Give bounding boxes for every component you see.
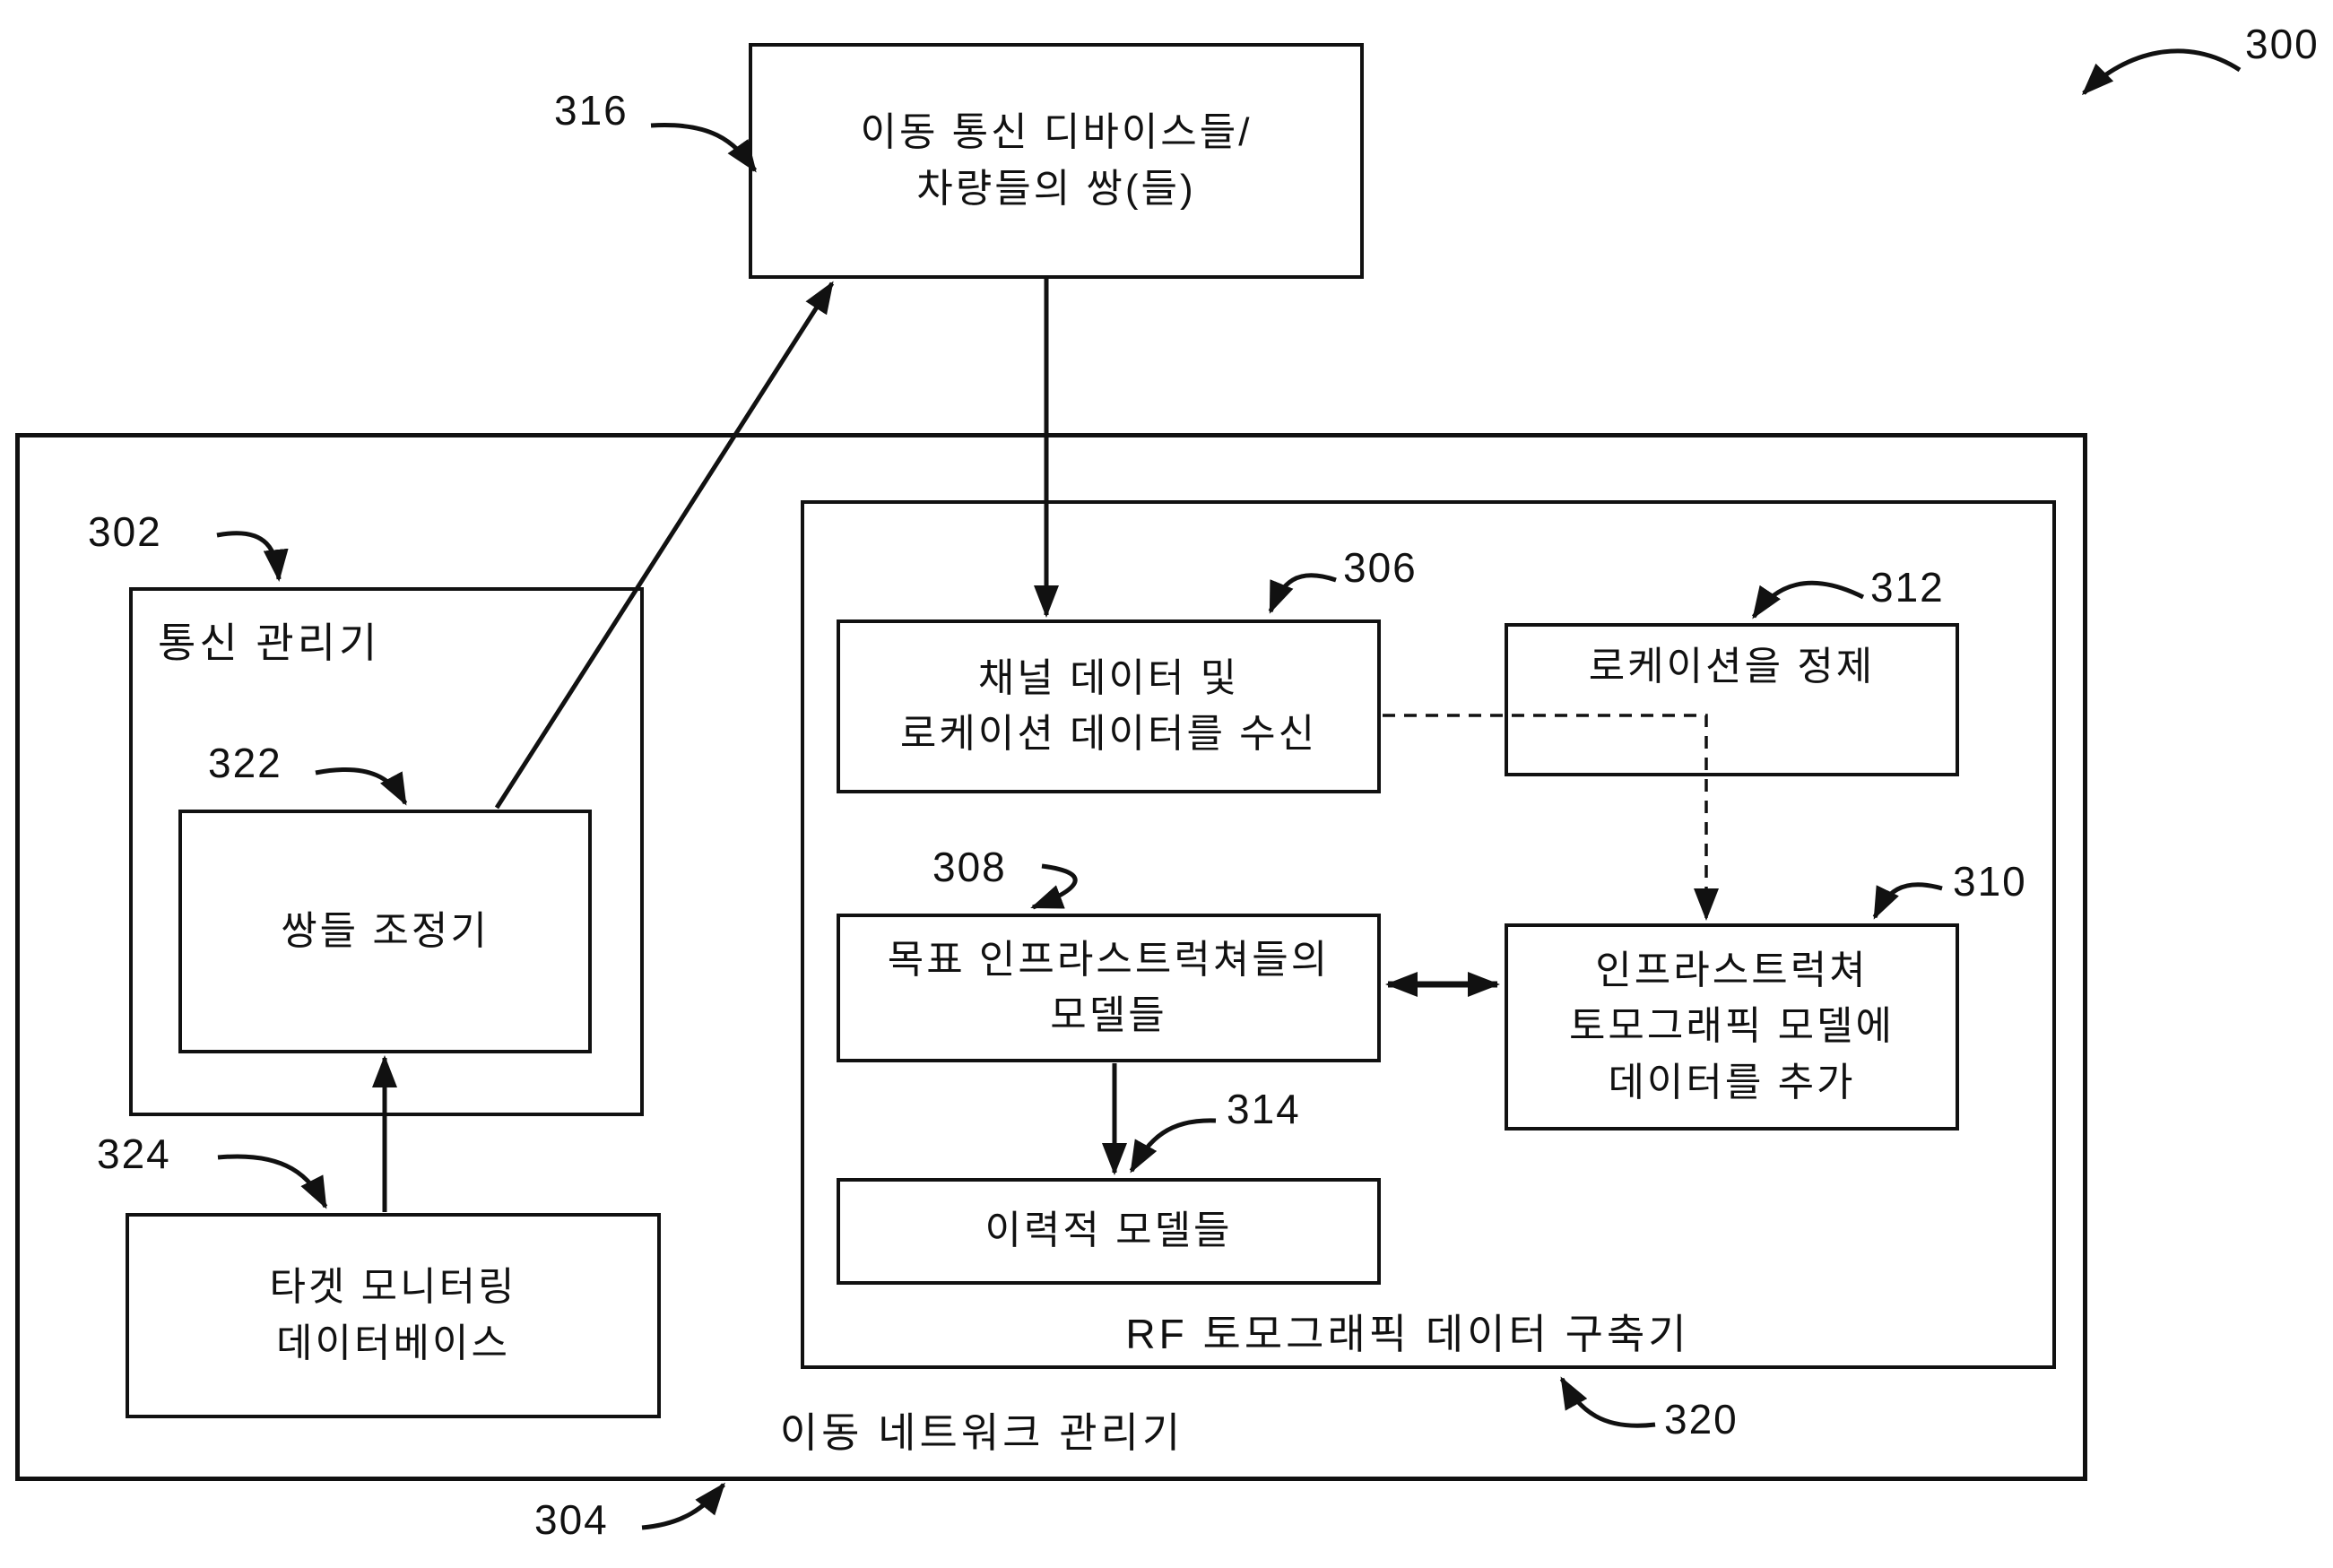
node-refine-location-label: 로케이션을 정제 — [1588, 645, 1876, 689]
ref-308: 308 — [932, 844, 1007, 890]
node-target-models: 목표 인프라스트럭쳐들의 모델들 — [837, 914, 1381, 1062]
node-add-to-model-label: 인프라스트럭쳐 토모그래픽 모델에 데이터를 추가 — [1568, 948, 1895, 1105]
node-comm-manager-label: 통신 관리기 — [158, 619, 381, 666]
ref-316: 316 — [554, 87, 629, 134]
ref-320: 320 — [1664, 1396, 1739, 1442]
node-target-models-label: 목표 인프라스트럭쳐들의 모델들 — [887, 937, 1331, 1037]
node-refine-location: 로케이션을 정제 — [1505, 623, 1959, 776]
ref-300: 300 — [2245, 21, 2320, 67]
leader-316 — [650, 122, 758, 173]
node-historical-models-label: 이력적 모델들 — [984, 1208, 1233, 1253]
node-pairs-coordinator: 쌍들 조정기 — [178, 810, 592, 1053]
node-target-db-label: 타겟 모니터링 데이터베이스 — [269, 1265, 517, 1365]
leader-300 — [2081, 48, 2242, 96]
ref-312: 312 — [1870, 564, 1945, 611]
node-receive-channel: 채널 데이터 및 로케이션 데이터를 수신 — [837, 619, 1381, 793]
node-target-db: 타겟 모니터링 데이터베이스 — [126, 1213, 661, 1418]
node-rf-builder — [801, 500, 2056, 1369]
ref-324: 324 — [97, 1131, 171, 1177]
ref-314: 314 — [1227, 1086, 1301, 1132]
ref-310: 310 — [1953, 858, 2027, 905]
ref-304: 304 — [534, 1496, 609, 1543]
node-network-manager — [15, 433, 2087, 1481]
ref-302: 302 — [88, 508, 162, 555]
node-historical-models: 이력적 모델들 — [837, 1178, 1381, 1285]
node-mobile-pairs-label: 이동 통신 디바이스들/ 차량들의 쌍(들) — [860, 110, 1253, 211]
node-network-manager-label: 이동 네트워크 관리기 — [779, 1409, 1184, 1456]
ref-306: 306 — [1343, 544, 1418, 591]
node-pairs-coordinator-label: 쌍들 조정기 — [281, 908, 490, 953]
ref-322: 322 — [208, 740, 282, 786]
node-rf-builder-label: RF 토모그래픽 데이터 구축기 — [1125, 1311, 1690, 1357]
node-receive-channel-label: 채널 데이터 및 로케이션 데이터를 수신 — [899, 655, 1318, 756]
node-mobile-pairs: 이동 통신 디바이스들/ 차량들의 쌍(들) — [749, 43, 1364, 279]
node-add-to-model: 인프라스트럭쳐 토모그래픽 모델에 데이터를 추가 — [1505, 923, 1959, 1131]
leader-304 — [641, 1482, 725, 1530]
